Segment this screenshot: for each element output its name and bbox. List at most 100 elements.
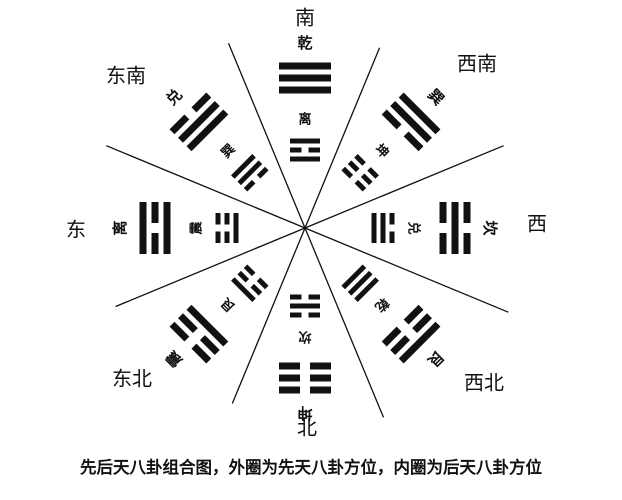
direction-label-southwest: 西南 xyxy=(457,51,497,76)
inner-trigram-name-southwest: 坤 xyxy=(371,141,392,162)
inner-trigram-name-northwest: 乾 xyxy=(371,294,392,315)
yin-line-segment xyxy=(360,173,373,186)
yin-line-segment xyxy=(279,374,300,382)
yang-line xyxy=(398,321,441,364)
yin-line-segment xyxy=(367,167,379,179)
yin-line-segment xyxy=(310,386,331,394)
yin-line-segment xyxy=(169,114,190,135)
yin-line-segment xyxy=(341,166,354,179)
yin-line-segment xyxy=(169,321,190,342)
yin-line-segment xyxy=(439,202,447,223)
yang-line xyxy=(341,264,367,290)
yin-line-segment xyxy=(381,109,402,130)
inner-trigram-north xyxy=(290,294,320,318)
yang-line xyxy=(186,109,229,152)
yin-line-segment xyxy=(347,160,360,173)
yang-line xyxy=(231,154,256,179)
outer-trigram-name-northeast: 震 xyxy=(162,346,186,370)
inner-trigram-west xyxy=(371,213,395,243)
inner-trigram-name-south: 离 xyxy=(298,112,311,128)
yang-line xyxy=(390,101,432,143)
figure-caption: 先后天八卦组合图，外圈为先天八卦方位，内圈为后天八卦方位 xyxy=(80,458,542,477)
sector-divider-lines xyxy=(106,42,509,418)
outer-trigram-southwest xyxy=(381,92,441,152)
yin-line-segment xyxy=(243,264,256,277)
yang-line xyxy=(163,202,171,254)
yin-line-segment xyxy=(463,233,471,254)
inner-trigram-name-north: 坎 xyxy=(298,329,311,345)
outer-trigram-name-west: 坎 xyxy=(481,220,499,235)
inner-trigram-southwest xyxy=(341,154,379,192)
inner-trigram-south xyxy=(290,138,320,162)
outer-trigram-name-east: 离 xyxy=(111,220,129,235)
yang-line xyxy=(380,213,386,243)
yin-line-segment xyxy=(290,147,302,153)
yin-line-segment xyxy=(439,233,447,254)
yin-line-segment xyxy=(178,313,198,334)
inner-trigram-northeast xyxy=(231,264,269,302)
outer-trigram-west xyxy=(439,202,471,254)
yin-line-segment xyxy=(389,213,395,225)
yin-line-segment xyxy=(310,374,331,382)
yang-line xyxy=(451,202,459,254)
yin-line-segment xyxy=(224,213,230,225)
sector-divider-line xyxy=(227,42,306,229)
yang-line xyxy=(237,160,263,186)
outer-trigram-north xyxy=(279,362,331,394)
yin-line-segment xyxy=(310,362,331,370)
outer-trigram-northwest xyxy=(381,304,441,364)
yang-line xyxy=(139,202,147,254)
yin-line-segment xyxy=(412,313,432,334)
sector-divider-line xyxy=(304,47,381,229)
inner-trigram-northwest xyxy=(341,264,379,302)
outer-trigram-name-north: 坤 xyxy=(297,404,312,422)
outer-trigram-northeast xyxy=(169,304,229,364)
inner-trigram-east xyxy=(215,213,239,243)
direction-label-east: 东 xyxy=(66,217,86,242)
yin-line-segment xyxy=(354,154,366,166)
outer-trigram-name-southeast: 兑 xyxy=(163,86,186,109)
outer-trigram-name-southwest: 巽 xyxy=(424,86,447,109)
yin-line-segment xyxy=(215,231,221,243)
sector-divider-line xyxy=(115,227,306,308)
yang-line xyxy=(290,303,320,309)
yang-line xyxy=(178,101,220,143)
yang-line xyxy=(186,304,229,347)
yang-line xyxy=(233,213,239,243)
yang-line xyxy=(290,156,320,162)
direction-label-north: 北 xyxy=(297,415,317,440)
yin-line-segment xyxy=(151,233,159,254)
yang-line xyxy=(279,62,331,70)
yin-line-segment xyxy=(308,294,320,300)
direction-label-northwest: 西北 xyxy=(464,370,504,395)
yin-line-segment xyxy=(463,202,471,223)
yang-line xyxy=(347,270,373,296)
inner-trigram-name-west: 兑 xyxy=(406,221,422,234)
yin-line-segment xyxy=(243,179,256,192)
yin-line-segment xyxy=(215,213,221,225)
yin-line-segment xyxy=(381,326,402,347)
yang-line xyxy=(279,86,331,94)
yin-line-segment xyxy=(256,277,269,290)
sector-divider-line xyxy=(304,227,509,313)
yin-line-segment xyxy=(308,312,320,318)
yin-line-segment xyxy=(256,166,269,179)
yin-line-segment xyxy=(199,335,220,355)
yin-line-segment xyxy=(279,362,300,370)
sector-divider-line xyxy=(106,145,306,229)
yang-line xyxy=(290,138,320,144)
yin-line-segment xyxy=(224,231,230,243)
direction-label-south: 南 xyxy=(295,5,315,30)
yin-line-segment xyxy=(191,92,212,113)
yin-line-segment xyxy=(390,335,411,355)
yin-line-segment xyxy=(403,304,424,325)
outer-trigram-east xyxy=(139,202,171,254)
direction-label-northeast: 东北 xyxy=(112,366,152,391)
outer-trigram-name-northwest: 艮 xyxy=(423,347,447,371)
yin-line-segment xyxy=(290,312,302,318)
sector-divider-line xyxy=(304,145,504,229)
yin-line-segment xyxy=(290,294,302,300)
yin-line-segment xyxy=(308,147,320,153)
